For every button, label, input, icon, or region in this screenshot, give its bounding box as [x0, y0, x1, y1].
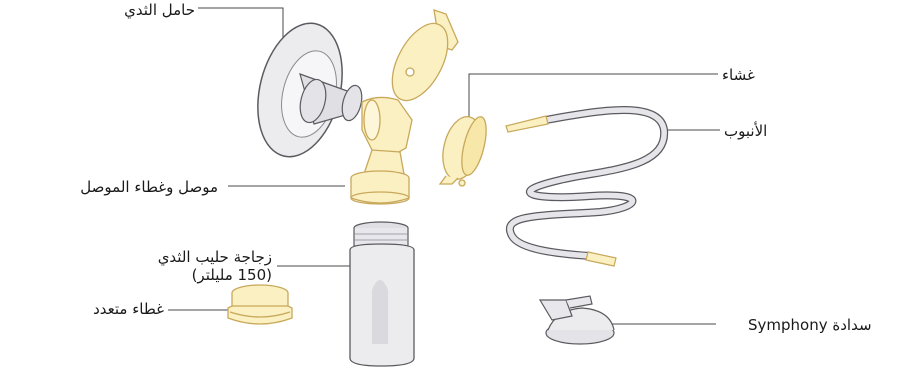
tubing-part: [506, 110, 664, 266]
label-membrane: غشاء: [722, 66, 755, 84]
connector-part: [351, 10, 459, 204]
bottle-part: [350, 222, 414, 366]
symphony-cap-part: [540, 296, 614, 344]
label-breast-shield: حامل الثدي: [124, 1, 195, 19]
membrane-part: [437, 113, 491, 186]
label-tubing: الأنبوب: [724, 122, 767, 140]
breast-shield-part: [245, 14, 365, 165]
label-lid: غطاء متعدد: [93, 300, 164, 318]
label-bottle-line2: (150 مليلتر): [192, 266, 272, 284]
label-connector: موصل وغطاء الموصل: [80, 178, 218, 196]
lid-part: [228, 285, 292, 324]
label-bottle-line1: زجاجة حليب الثدي: [158, 248, 272, 266]
label-symphony-cap: سدادة Symphony: [748, 316, 872, 334]
